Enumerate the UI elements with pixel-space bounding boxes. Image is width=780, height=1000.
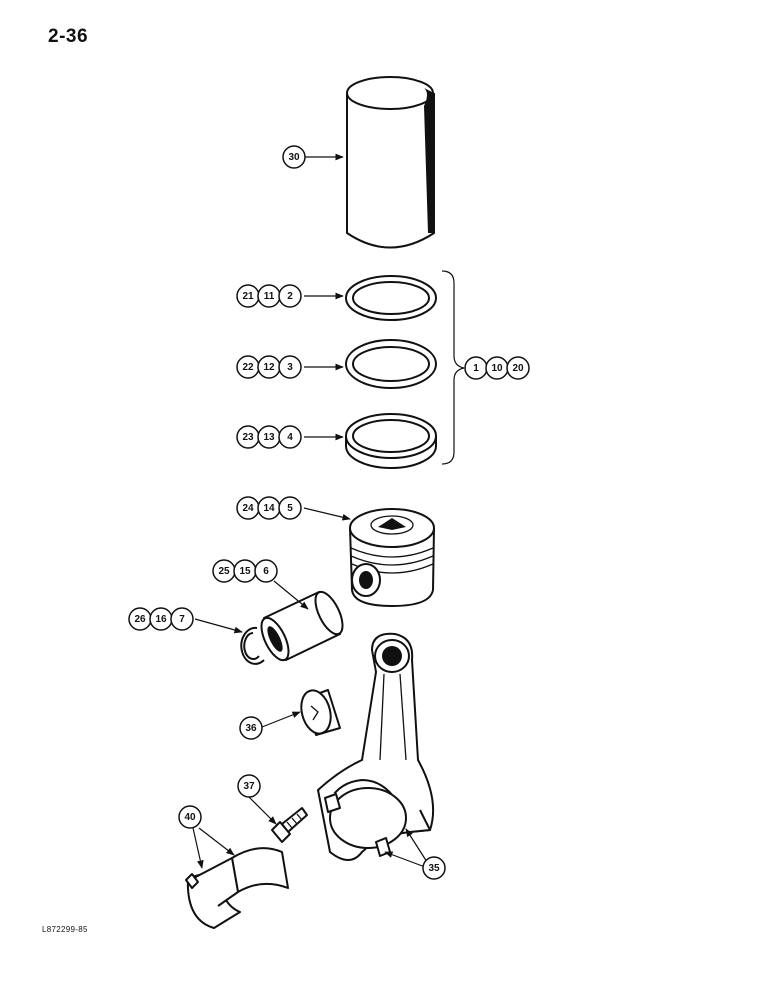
callout-number: 15 <box>239 566 251 577</box>
callout-number: 24 <box>242 503 254 514</box>
callout-number: 12 <box>263 362 275 373</box>
callout-number: 6 <box>263 566 269 577</box>
callout-ring-top-11: 11 <box>257 284 281 308</box>
callout-ring-mid-3: 3 <box>278 355 302 379</box>
leader-lines <box>192 153 428 869</box>
callout-snap-ring-26: 26 <box>128 607 152 631</box>
callout-pin-15: 15 <box>233 559 257 583</box>
piston-ring-bottom <box>345 413 437 469</box>
callout-number: 1 <box>473 363 479 374</box>
callout-number: 16 <box>155 614 167 625</box>
callout-pin-25: 25 <box>212 559 236 583</box>
callout-number: 2 <box>287 291 293 302</box>
callout-number: 3 <box>287 362 293 373</box>
ring-set-bracket <box>441 270 465 465</box>
callout-number: 23 <box>242 432 254 443</box>
callout-number: 25 <box>218 566 230 577</box>
callout-ring-set-10: 10 <box>485 356 509 380</box>
callout-number: 5 <box>287 503 293 514</box>
callout-number: 11 <box>264 291 275 302</box>
callout-number: 20 <box>512 363 524 374</box>
callout-number: 14 <box>263 503 275 514</box>
small-end-bushing <box>300 689 341 736</box>
piston-ring-top <box>345 275 437 321</box>
callout-snap-ring-7: 7 <box>170 607 194 631</box>
callout-ring-bottom-23: 23 <box>236 425 260 449</box>
callout-snap-ring-16: 16 <box>149 607 173 631</box>
callout-ring-bottom-13: 13 <box>257 425 281 449</box>
connecting-rod <box>317 632 435 861</box>
callout-piston-5: 5 <box>278 496 302 520</box>
callout-liner-30: 30 <box>282 145 306 169</box>
callout-piston-14: 14 <box>257 496 281 520</box>
snap-ring <box>240 626 265 665</box>
callout-number: 40 <box>184 812 196 823</box>
callout-ring-bottom-4: 4 <box>278 425 302 449</box>
callout-bolt-37: 37 <box>237 774 261 798</box>
callout-bushing-36: 36 <box>239 716 263 740</box>
callout-ring-set-1: 1 <box>464 356 488 380</box>
callout-number: 22 <box>242 362 254 373</box>
callout-number: 26 <box>134 614 146 625</box>
callout-number: 35 <box>428 863 440 874</box>
piston <box>349 508 435 607</box>
callout-number: 21 <box>242 291 254 302</box>
callout-ring-top-2: 2 <box>278 284 302 308</box>
callout-rod-35: 35 <box>422 856 446 880</box>
callout-ring-top-21: 21 <box>236 284 260 308</box>
piston-pin <box>260 590 344 662</box>
callout-number: 36 <box>245 723 257 734</box>
rod-bearing-shells <box>185 847 289 929</box>
callout-pin-6: 6 <box>254 559 278 583</box>
callout-piston-24: 24 <box>236 496 260 520</box>
callout-number: 10 <box>491 363 503 374</box>
cylinder-liner <box>346 76 435 249</box>
page-number: 2-36 <box>48 26 89 47</box>
callout-number: 30 <box>288 152 300 163</box>
callout-ring-mid-12: 12 <box>257 355 281 379</box>
callout-number: 7 <box>179 614 185 625</box>
callout-number: 13 <box>263 432 275 443</box>
callout-ring-mid-22: 22 <box>236 355 260 379</box>
piston-ring-middle <box>345 339 437 389</box>
callout-bearing-40: 40 <box>178 805 202 829</box>
callout-number: 4 <box>287 432 293 443</box>
figure-code: L872299-85 <box>42 925 88 934</box>
callout-number: 37 <box>243 781 255 792</box>
callout-ring-set-20: 20 <box>506 356 530 380</box>
rod-bolt <box>271 807 308 843</box>
